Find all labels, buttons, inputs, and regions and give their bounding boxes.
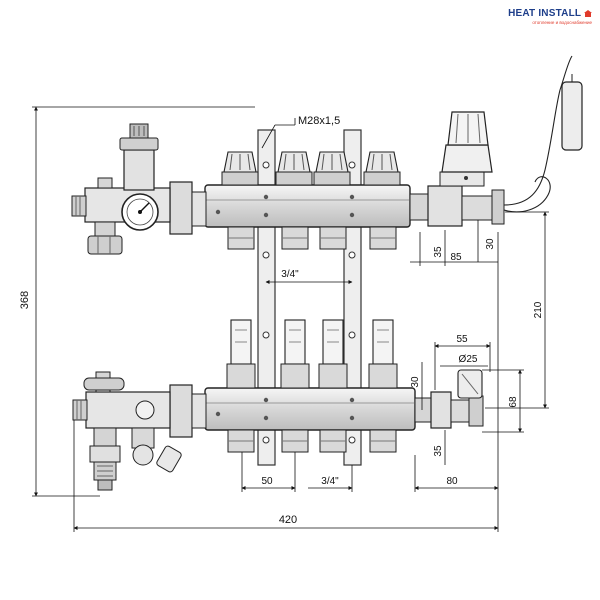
upper-manifold — [204, 184, 411, 228]
brand-name: HEAT INSTALL — [496, 8, 592, 19]
flow-meter-1 — [226, 319, 256, 389]
upper-valve-3 — [313, 151, 351, 186]
dim-overall-width: 420 — [279, 514, 297, 526]
pressure-gauge-icon — [121, 193, 159, 231]
upper-valve-2 — [275, 151, 313, 186]
flow-meter-3 — [318, 319, 348, 389]
dim-outlet-spacing: 50 — [261, 476, 273, 487]
dim-lower-35: 35 — [433, 445, 444, 457]
dim-lower-diameter: Ø25 — [459, 354, 478, 365]
dim-overall-height: 368 — [19, 291, 31, 309]
flow-meters — [226, 319, 398, 389]
dim-lower-68: 68 — [508, 396, 519, 408]
flow-meter-2 — [280, 319, 310, 389]
lower-manifold — [204, 387, 416, 431]
lower-right-assembly — [414, 369, 484, 429]
dimension-lines — [32, 106, 549, 532]
dim-lower-80: 80 — [446, 476, 458, 487]
callout-thread: M28x1,5 — [298, 115, 340, 127]
dim-lower-55: 55 — [456, 334, 468, 345]
house-icon — [584, 10, 592, 17]
capillary-sensor — [503, 55, 583, 213]
upper-valve-caps — [221, 151, 401, 186]
dim-lower-30: 30 — [410, 376, 421, 388]
dim-upper-pitch: 3/4" — [281, 269, 299, 280]
brand-logo: HEAT INSTALL отопление и водоснабжение — [496, 8, 592, 34]
dimension-labels: 368 420 M28x1,5 3/4" 35 85 30 210 55 Ø25… — [19, 115, 544, 526]
upper-right-assembly — [409, 111, 505, 227]
upper-valve-4 — [363, 151, 401, 186]
dim-right-upper-width: 85 — [450, 252, 462, 263]
dim-right-upper-30: 30 — [485, 238, 496, 250]
lower-left-assembly — [72, 371, 207, 491]
dim-right-upper-depth: 35 — [433, 246, 444, 258]
dim-rail-distance: 210 — [533, 301, 544, 318]
upper-valve-1 — [221, 151, 259, 186]
dim-lower-pitch: 3/4" — [321, 476, 339, 487]
upper-left-assembly — [71, 123, 207, 255]
flow-meter-4 — [368, 319, 398, 389]
upper-outlets — [227, 226, 397, 250]
brand-name-text: HEAT INSTALL — [508, 8, 582, 19]
lower-outlets — [227, 429, 397, 453]
brand-tagline: отопление и водоснабжение — [532, 20, 592, 25]
